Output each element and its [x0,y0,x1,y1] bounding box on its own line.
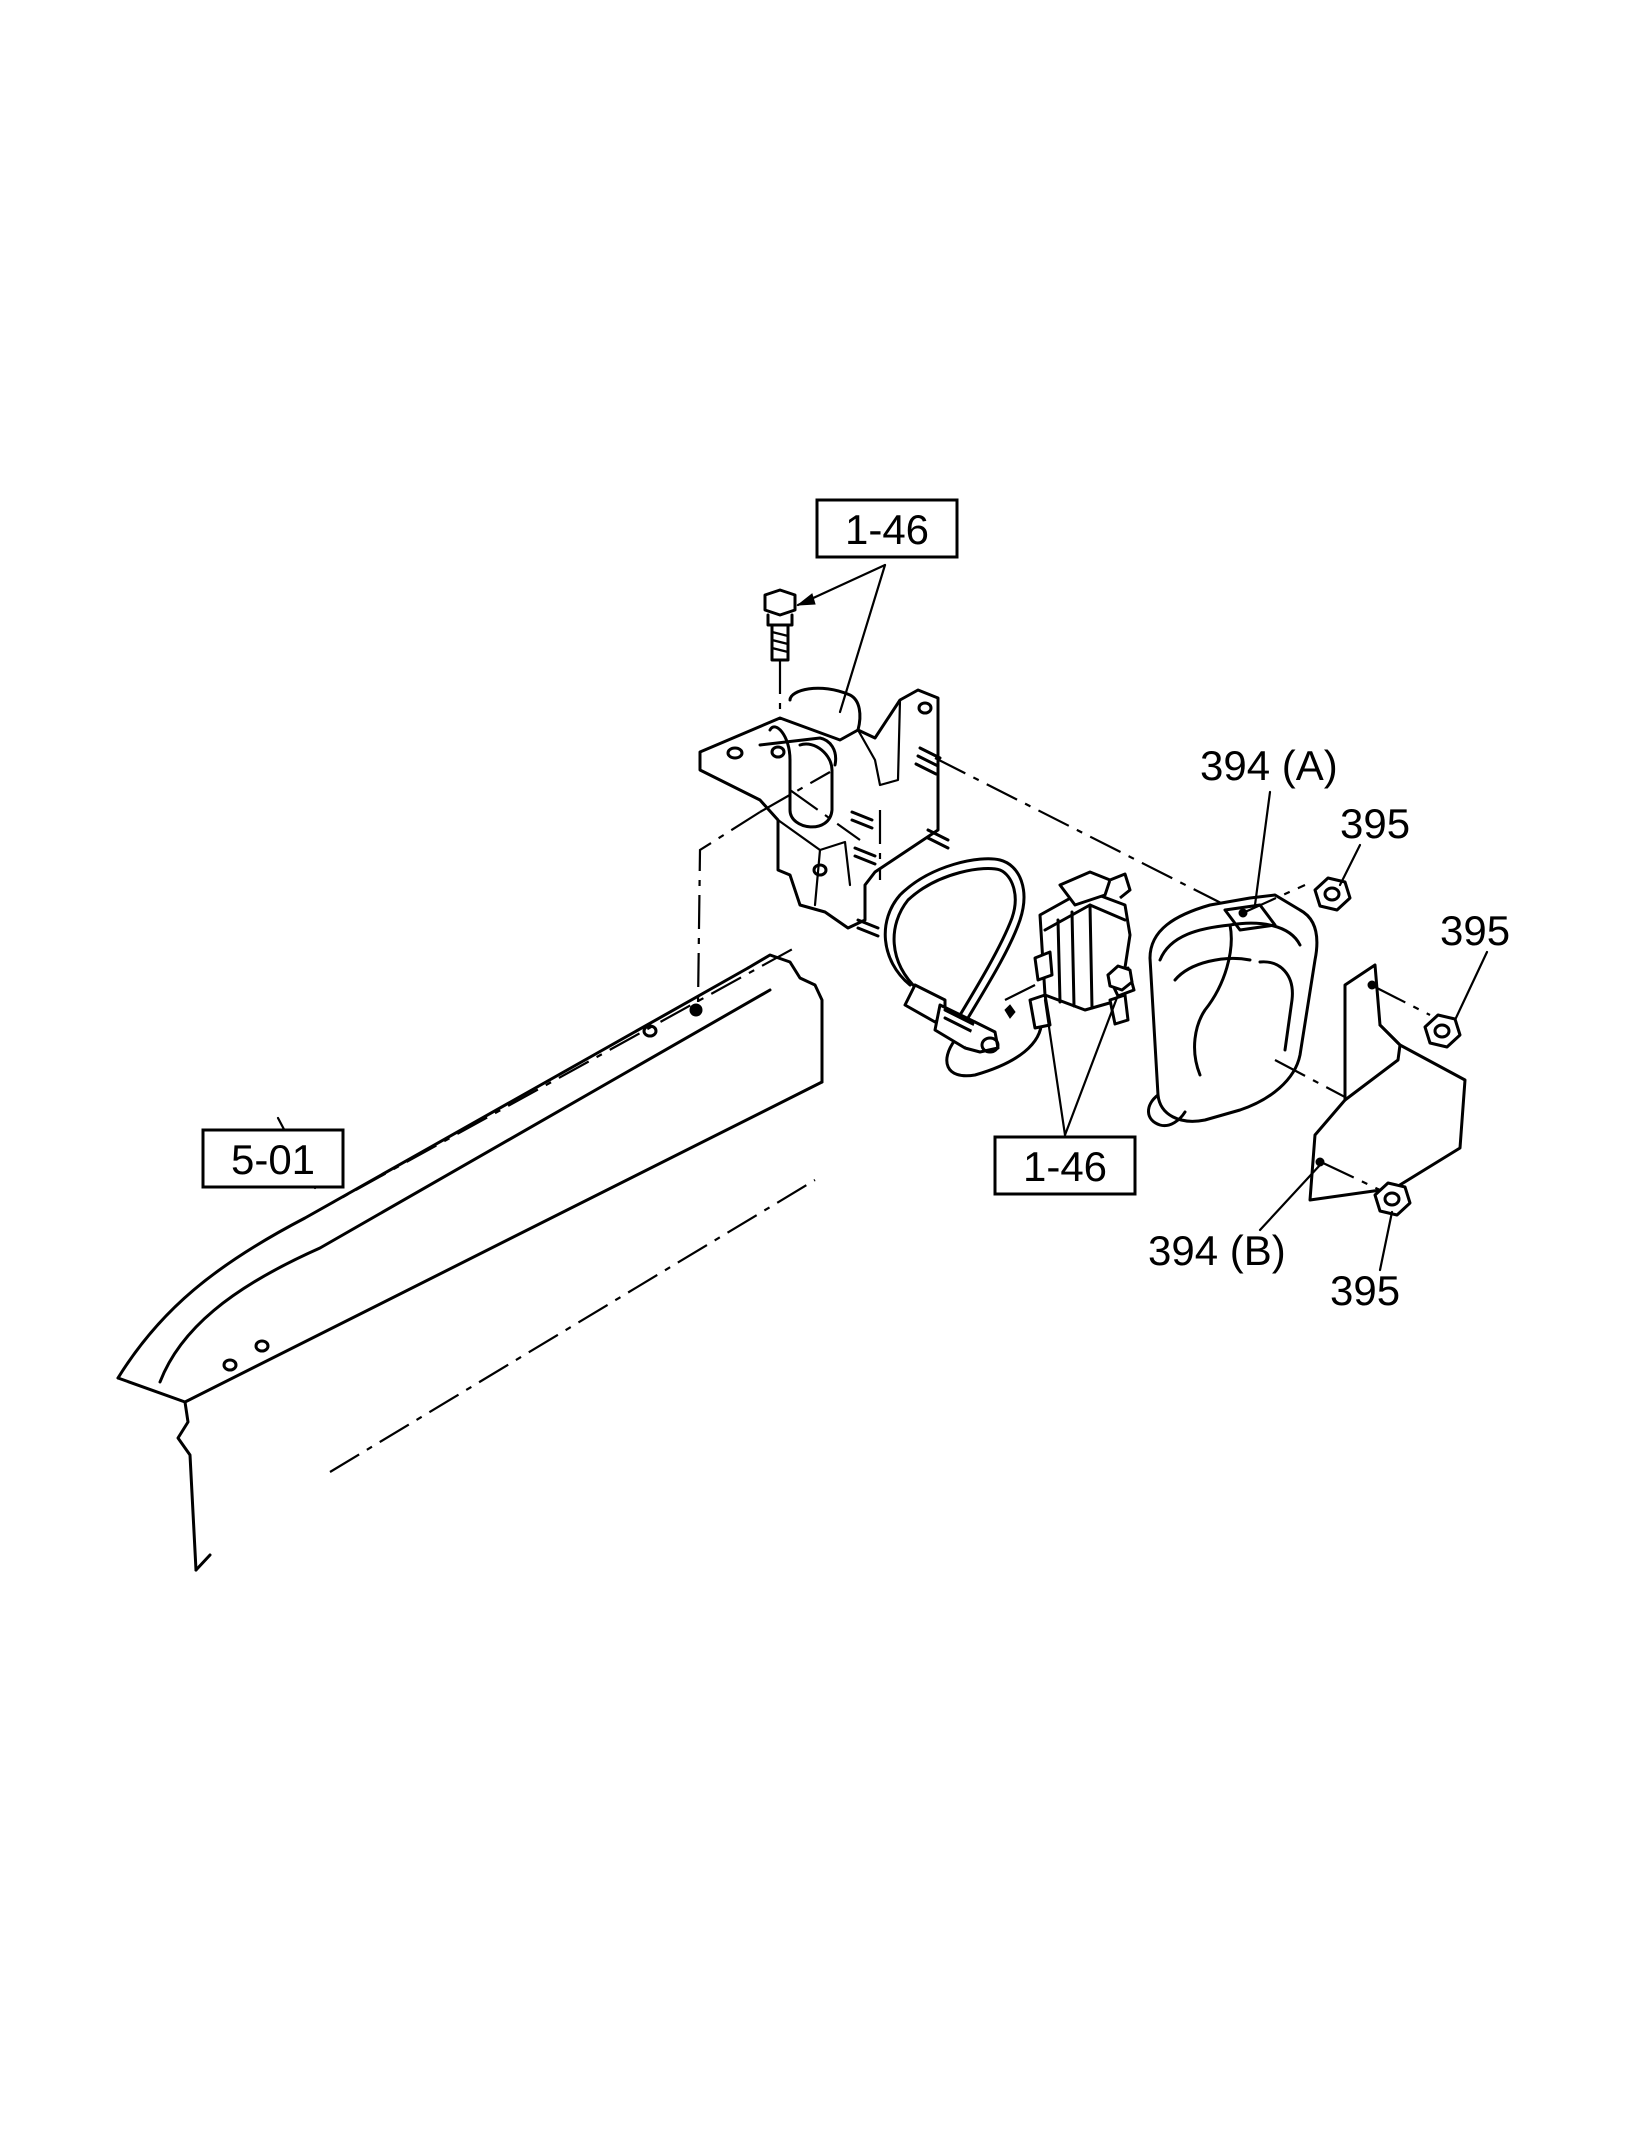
part-label-394a: 394 (A) [1200,742,1338,789]
part-label-394b: 394 (B) [1148,1227,1286,1274]
ref-box-top: 1-46 [815,498,959,559]
sensor-cover [1147,883,1361,1128]
part-label-395-2: 395 [1440,907,1510,954]
leader-lines [276,563,1489,1272]
nut-2 [1423,1013,1462,1049]
part-label-395-3: 395 [1330,1267,1400,1314]
ref-label-1-46-top: 1-46 [845,506,929,553]
stud-to-cover-line [934,757,1226,906]
ref-label-1-46-mid: 1-46 [1023,1143,1107,1190]
nut-1 [1313,876,1352,912]
ref-box-frame: 5-01 [201,1128,345,1189]
mounting-bracket [698,686,950,938]
nut-3 [1373,1181,1412,1217]
bracket-to-rail-line [696,811,761,1006]
ref-label-5-01: 5-01 [231,1136,315,1183]
bolt [763,588,797,720]
nut-small [1106,964,1134,992]
ref-box-mid: 1-46 [993,1135,1137,1196]
oxygen-sensor [883,857,1044,1078]
frame-rail [116,945,824,1572]
plate [1308,963,1467,1202]
part-label-395-1: 395 [1340,800,1410,847]
